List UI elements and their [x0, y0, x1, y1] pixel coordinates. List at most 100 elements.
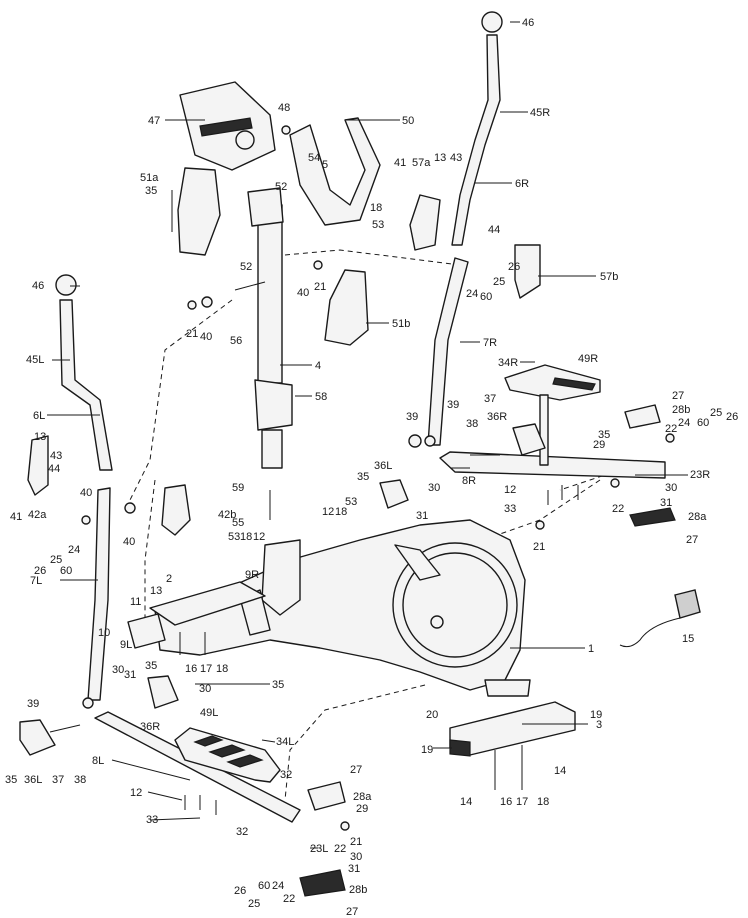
callout-18-d: 18 — [216, 663, 228, 675]
callout-22-d: 22 — [283, 893, 295, 905]
callout-46-a: 46 — [32, 280, 44, 292]
callout-5: 5 — [322, 159, 328, 171]
callout-21-d: 21 — [350, 836, 362, 848]
callout-30-b: 30 — [665, 482, 677, 494]
callout-29-a: 29 — [593, 439, 605, 451]
callout-45l: 45L — [26, 354, 44, 366]
callout-53-c: 53 — [228, 531, 240, 543]
callout-10: 10 — [98, 627, 110, 639]
callout-60-b: 60 — [480, 291, 492, 303]
callout-36l-a: 36L — [374, 460, 392, 472]
callout-13-c: 13 — [150, 585, 162, 597]
pedal-rail-left-part — [94, 711, 301, 823]
callout-18-a: 18 — [370, 202, 382, 214]
console-mast-part — [247, 187, 293, 469]
callout-35-e: 35 — [272, 679, 284, 691]
callout-22-a: 22 — [665, 423, 677, 435]
callout-21-c: 21 — [533, 541, 545, 553]
callout-43-a: 43 — [450, 152, 462, 164]
cover-28a-lower-part — [307, 781, 346, 811]
callout-51b: 51b — [392, 318, 410, 330]
upper-arm-right-part — [451, 34, 501, 246]
fixed-handlebar-part — [289, 117, 381, 226]
callout-57a: 57a — [412, 157, 431, 169]
hardware-washers — [81, 125, 675, 831]
callout-6l: 6L — [33, 410, 45, 422]
callout-38-b: 38 — [74, 774, 86, 786]
callout-14-b: 14 — [554, 765, 566, 777]
callout-53-b: 53 — [345, 496, 357, 508]
guide-dash-left-arm — [129, 299, 233, 501]
callout-28b-b: 28b — [349, 884, 367, 896]
callout-59: 59 — [232, 482, 244, 494]
callout-41-b: 41 — [10, 511, 22, 523]
callout-8r: 8R — [462, 475, 476, 487]
callout-43-b: 43 — [50, 450, 62, 462]
end-cap-front-part — [449, 739, 471, 757]
power-adapter-part — [619, 589, 701, 648]
callout-48: 48 — [278, 102, 290, 114]
callout-6r: 6R — [515, 178, 529, 190]
callout-37-b: 37 — [52, 774, 64, 786]
callout-23l: 23L — [310, 843, 328, 855]
console-part — [179, 81, 276, 171]
callout-20: 20 — [426, 709, 438, 721]
callout-19-a: 19 — [590, 709, 602, 721]
callout-50: 50 — [402, 115, 414, 127]
callout-60-a: 60 — [60, 565, 72, 577]
callout-13-b: 13 — [434, 152, 446, 164]
callout-22-c: 22 — [334, 843, 346, 855]
pedal-rail-right-part — [439, 451, 666, 479]
bracket-36r-part — [147, 675, 179, 709]
callout-44-b: 44 — [48, 463, 60, 475]
bracket-36r-upper-part — [512, 423, 546, 456]
callout-42a: 42a — [28, 509, 47, 521]
callout-29-b: 29 — [356, 803, 368, 815]
callout-28b-a: 28b — [672, 404, 690, 416]
callout-9l: 9L — [120, 639, 132, 651]
lower-arm-right-part — [427, 257, 469, 446]
callout-49r: 49R — [578, 353, 598, 365]
callout-30-d: 30 — [199, 683, 211, 695]
callout-35-a: 35 — [145, 185, 157, 197]
callout-58: 58 — [315, 391, 327, 403]
callout-18-e: 18 — [537, 796, 549, 808]
lower-arm-left-part — [87, 487, 111, 701]
callout-12-d: 12 — [130, 787, 142, 799]
callout-60-c: 60 — [697, 417, 709, 429]
callout-17-a: 17 — [200, 663, 212, 675]
bracket-42a-part — [27, 435, 49, 496]
callout-39-a: 39 — [406, 411, 418, 423]
callout-36r-b: 36R — [140, 721, 160, 733]
callout-35-b: 35 — [357, 471, 369, 483]
callout-12-b: 12 — [253, 531, 265, 543]
bracket-57a-part — [409, 194, 441, 251]
cover-28b-lower-part — [299, 869, 346, 897]
callout-4: 4 — [315, 360, 321, 372]
arm-cover-51a-part — [177, 167, 221, 256]
callout-26-c: 26 — [726, 411, 738, 423]
callout-25-c: 25 — [710, 407, 722, 419]
callout-35-c: 35 — [598, 429, 610, 441]
callout-34l: 34L — [276, 736, 294, 748]
pedal-left-part — [174, 727, 281, 783]
callout-40-d: 40 — [123, 536, 135, 548]
callout-32-a: 32 — [280, 769, 292, 781]
callout-34r: 34R — [498, 357, 518, 369]
callout-16-b: 16 — [500, 796, 512, 808]
callout-33-a: 33 — [504, 503, 516, 515]
callout-9r: 9R — [245, 569, 259, 581]
callout-40-a: 40 — [200, 331, 212, 343]
callout-57b: 57b — [600, 271, 618, 283]
callout-27-b: 27 — [686, 534, 698, 546]
upper-arm-left-part — [59, 299, 113, 471]
rear-stabilizer-part — [149, 581, 266, 626]
callout-49l: 49L — [200, 707, 218, 719]
callout-13-a: 13 — [34, 431, 46, 443]
guide-dash-top — [284, 249, 461, 266]
handle-knob-left-part — [55, 274, 77, 296]
callout-16-a: 16 — [185, 663, 197, 675]
callout-31-b: 31 — [660, 497, 672, 509]
